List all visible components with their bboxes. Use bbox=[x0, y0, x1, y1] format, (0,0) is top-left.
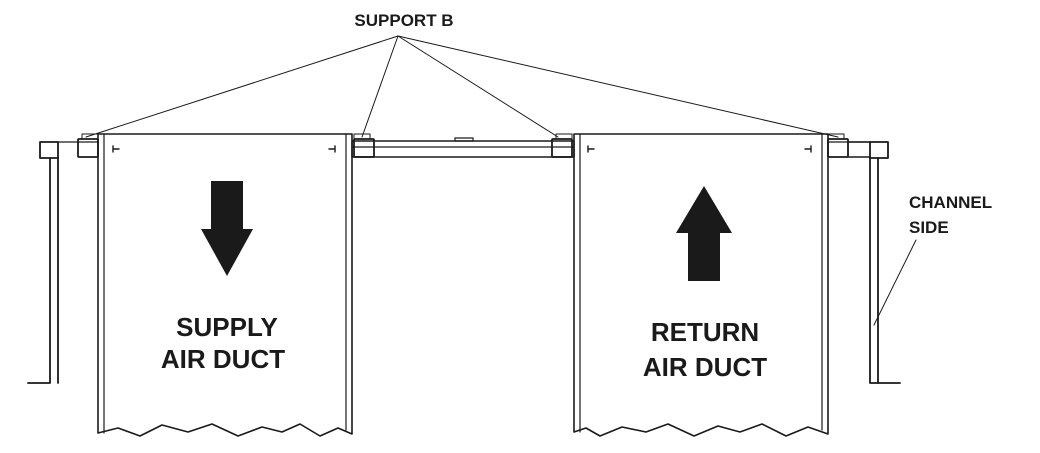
channel-side-label-line2: SIDE bbox=[909, 218, 949, 237]
leader-line-center-right-support bbox=[397, 35, 559, 138]
support-b-leaders bbox=[85, 35, 839, 138]
center-top-rail bbox=[351, 137, 575, 158]
support-b-bracket-center-left bbox=[353, 133, 375, 158]
return-air-duct: RETURN AIR DUCT bbox=[573, 133, 829, 437]
supply-fastener-right bbox=[328, 145, 336, 153]
left-channel-wall bbox=[27, 141, 99, 384]
leader-line-center-left-support bbox=[361, 35, 399, 138]
supply-label-line2: AIR DUCT bbox=[161, 344, 285, 374]
supply-label-line1: SUPPLY bbox=[176, 312, 278, 342]
up-arrow-icon bbox=[676, 186, 732, 281]
return-label-line2: AIR DUCT bbox=[643, 352, 767, 382]
right-channel-wall bbox=[827, 141, 901, 384]
return-fastener-left bbox=[587, 145, 595, 153]
support-b-bracket-left bbox=[77, 133, 99, 158]
channel-side-label-line1: CHANNEL bbox=[909, 193, 992, 212]
return-label-line1: RETURN bbox=[651, 317, 759, 347]
leader-line-right-support bbox=[397, 35, 839, 138]
supply-air-duct: SUPPLY AIR DUCT bbox=[97, 133, 353, 437]
channel-side-leader-line bbox=[873, 239, 917, 326]
down-arrow-icon bbox=[201, 181, 253, 276]
support-b-bracket-center-right bbox=[551, 133, 573, 158]
supply-fastener-left bbox=[112, 145, 120, 153]
leader-line-left-support bbox=[85, 35, 399, 138]
return-fastener-right bbox=[804, 145, 812, 153]
support-b-label: SUPPORT B bbox=[354, 11, 453, 30]
